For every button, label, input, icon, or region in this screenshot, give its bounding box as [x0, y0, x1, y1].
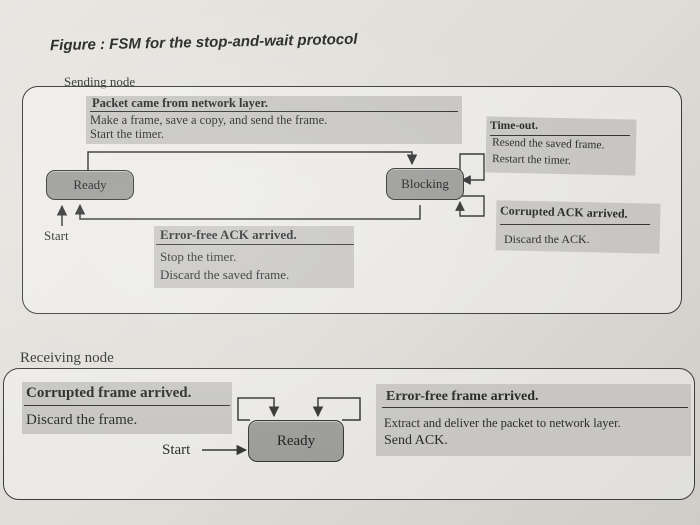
timeout-header: Time-out. [490, 120, 539, 132]
send-action-box [86, 96, 462, 144]
timeout-self-loop [459, 153, 485, 185]
blocking-to-ready-arrow [74, 203, 421, 220]
corrupted-ack-rule [500, 224, 650, 225]
error-free-ack-header: Error-free ACK arrived. [160, 227, 297, 242]
corrupted-frame-rule [24, 405, 230, 406]
error-free-frame-rule [382, 407, 688, 408]
send-action-line1: Make a frame, save a copy, and send the … [90, 113, 328, 127]
send-action-line2: Start the timer. [90, 127, 164, 141]
send-action-rule [90, 111, 458, 112]
error-free-ack-rule [156, 244, 354, 245]
blocking-state: Blocking [386, 168, 464, 200]
receiving-start-label: Start [162, 442, 191, 458]
corrupted-frame-box [22, 382, 232, 434]
corrupted-frame-line1: Discard the frame. [26, 412, 138, 428]
timeout-rule [490, 135, 630, 136]
error-free-frame-line2: Send ACK. [384, 433, 448, 448]
error-free-frame-box [376, 384, 691, 456]
error-free-frame-self-loop [312, 397, 361, 421]
corrupted-ack-self-loop [455, 195, 485, 217]
error-free-ack-line1: Stop the timer. [160, 249, 237, 264]
error-free-frame-line1: Extract and deliver the packet to networ… [384, 416, 621, 430]
sending-start-label: Start [44, 228, 69, 243]
error-free-ack-line2: Discard the saved frame. [160, 267, 290, 282]
receiving-ready-state: Ready [248, 420, 344, 462]
sending-ready-state: Ready [46, 170, 134, 200]
sending-node-label: Sending node [64, 74, 136, 89]
corrupted-frame-header: Corrupted frame arrived. [26, 385, 192, 401]
error-free-ack-box [154, 226, 354, 288]
corrupted-ack-line1: Discard the ACK. [504, 232, 590, 246]
receiving-node-label: Receiving node [20, 350, 114, 366]
corrupted-frame-self-loop [237, 397, 280, 421]
error-free-frame-header: Error-free frame arrived. [386, 389, 539, 404]
send-action-header: Packet came from network layer. [92, 96, 268, 110]
ready-to-blocking-arrow [87, 151, 418, 172]
